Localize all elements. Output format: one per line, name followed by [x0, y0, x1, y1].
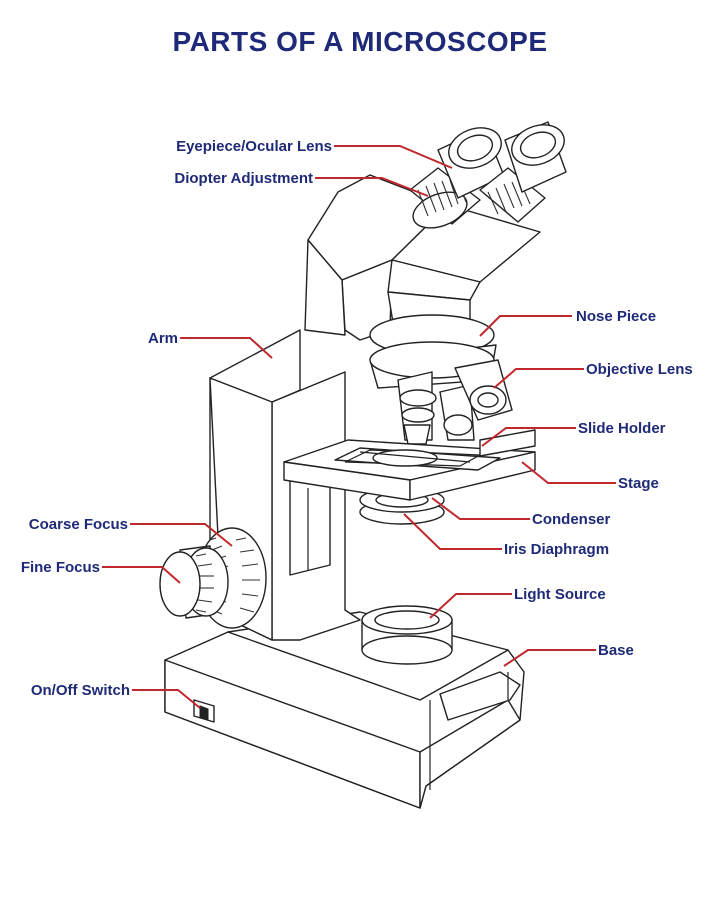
label-coarse-focus: Coarse Focus: [29, 516, 128, 533]
label-diopter: Diopter Adjustment: [174, 170, 313, 187]
label-on-off-switch: On/Off Switch: [31, 682, 130, 699]
focus-knobs-illustration: [159, 527, 267, 629]
label-nose-piece: Nose Piece: [576, 308, 656, 325]
label-light-source: Light Source: [514, 586, 606, 603]
eyepieces-illustration: [409, 121, 567, 229]
label-objective-lens: Objective Lens: [586, 361, 693, 378]
label-slide-holder: Slide Holder: [578, 420, 666, 437]
leader-coarse-focus: [130, 523, 233, 547]
leader-stage: [521, 461, 616, 484]
base-illustration: [164, 611, 525, 809]
leader-fine-focus: [102, 566, 181, 584]
label-fine-focus: Fine Focus: [21, 559, 100, 576]
part-labels: Eyepiece/Ocular Lens Diopter Adjustment …: [21, 138, 693, 699]
label-base: Base: [598, 642, 634, 659]
label-stage: Stage: [618, 475, 659, 492]
leader-slide-holder: [481, 427, 576, 447]
leader-arm: [180, 337, 273, 359]
leader-iris: [403, 513, 502, 550]
leader-condenser: [431, 497, 530, 520]
light-source-illustration: [361, 605, 453, 665]
objectives-illustration: [369, 341, 513, 445]
label-iris-diaphragm: Iris Diaphragm: [504, 541, 609, 558]
leader-switch: [132, 689, 201, 709]
leader-diopter: [315, 177, 429, 197]
label-arm: Arm: [148, 330, 178, 347]
diagram-title: PARTS OF A MICROSCOPE: [172, 26, 548, 57]
label-condenser: Condenser: [532, 511, 611, 528]
leader-lines: [102, 145, 616, 709]
leader-objective: [493, 368, 584, 389]
microscope-illustration: [159, 121, 567, 809]
leader-light-source: [429, 593, 512, 619]
leader-nose-piece: [479, 315, 572, 337]
leader-base: [503, 649, 596, 667]
stage-illustration: [283, 429, 536, 501]
leader-eyepiece: [334, 145, 453, 169]
label-eyepiece: Eyepiece/Ocular Lens: [176, 138, 332, 155]
